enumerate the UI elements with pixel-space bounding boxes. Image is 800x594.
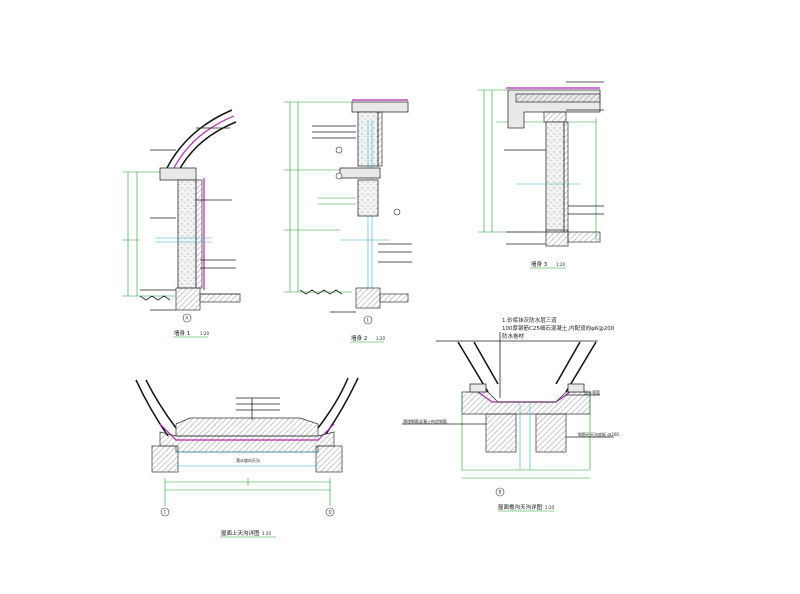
gutter-note-right-top: 见水落管 <box>584 389 600 395</box>
detail-scale-3: 1:20 <box>556 262 565 267</box>
dimension-chain-1 <box>122 171 175 297</box>
axis-label-d: D <box>329 510 332 515</box>
left-beam <box>151 445 179 473</box>
detail-scale-5: 1:20 <box>545 505 554 510</box>
axis-bubble-b <box>495 487 505 497</box>
detail-title-1: 墙身 1 <box>174 329 190 337</box>
axis-bubble-2 <box>363 315 373 325</box>
brick-wall-1 <box>177 179 197 289</box>
axis-bubble-c <box>160 507 170 517</box>
gutter-note-right-bottom: 钢筋砼天沟底板 @200 <box>578 431 619 437</box>
gutter-right-column <box>535 413 567 453</box>
curved-roof-arch <box>164 109 233 173</box>
window-lintel-2 <box>339 167 381 179</box>
gutter-note-left: 预埋钢筋混凝土构造钢筋 <box>403 418 447 424</box>
dimension-chain-3 <box>478 89 597 240</box>
dimension-chain-4 <box>164 478 331 506</box>
gutter-detail: 1.砂浆抹灰防水层三道 100厚钢筋C25细石混凝土,内配双向φ6@200 防水… <box>402 316 619 512</box>
axis-label-2: 1 <box>367 318 370 323</box>
leader-notes-1 <box>150 127 236 311</box>
parapet-cap <box>159 167 197 181</box>
axis-label-1: A <box>186 316 189 321</box>
dimension-chain-2 <box>284 101 352 293</box>
gutter-note-1: 1.砂浆抹灰防水层三道 <box>502 316 557 324</box>
right-beam <box>315 445 343 473</box>
right-curved-roof <box>325 377 359 435</box>
gutter-left-column <box>485 413 517 453</box>
leader-notes-2 <box>312 125 412 313</box>
wall-section-3: 墙身 3 1:20 <box>478 81 604 269</box>
brick-wall-3 <box>545 121 565 233</box>
wall-section-2: 1 墙身 2 1:20 <box>284 99 412 343</box>
detail-scale-2: 1:20 <box>376 336 385 341</box>
footing-2 <box>355 287 381 309</box>
detail-title-5: 屋面檐沟天沟详图 <box>498 503 543 511</box>
roof-slab-2 <box>351 101 409 113</box>
detail-title-2: 墙身 2 <box>351 334 367 342</box>
channel-mid-note: 落水坡向天沟 <box>236 457 260 463</box>
left-curved-roof <box>135 379 169 437</box>
roof-channel-detail: 落水坡向天沟 C D 屋面上天沟详图 1:20 <box>135 377 359 538</box>
axis-bubble-1 <box>182 313 192 323</box>
detail-title-3: 墙身 3 <box>531 260 548 268</box>
wall-section-1: A 墙身 1 1:20 <box>122 109 241 338</box>
detail-title-4: 屋面上天沟详图 <box>221 529 260 537</box>
axis-label-b: B <box>499 490 502 495</box>
leader-notes-4 <box>236 397 280 420</box>
gutter-note-3: 防水卷材 <box>502 332 525 340</box>
leader-notes-3 <box>504 81 604 245</box>
detail-scale-1: 1:20 <box>200 331 209 336</box>
axis-label-c: C <box>164 510 167 515</box>
gutter-note-2: 100厚钢筋C25细石混凝土,内配双向φ6@200 <box>502 324 615 332</box>
detail-scale-4: 1:20 <box>262 531 271 536</box>
footing-3 <box>545 229 569 247</box>
axis-bubble-d <box>325 507 335 517</box>
footing-1 <box>175 287 201 311</box>
